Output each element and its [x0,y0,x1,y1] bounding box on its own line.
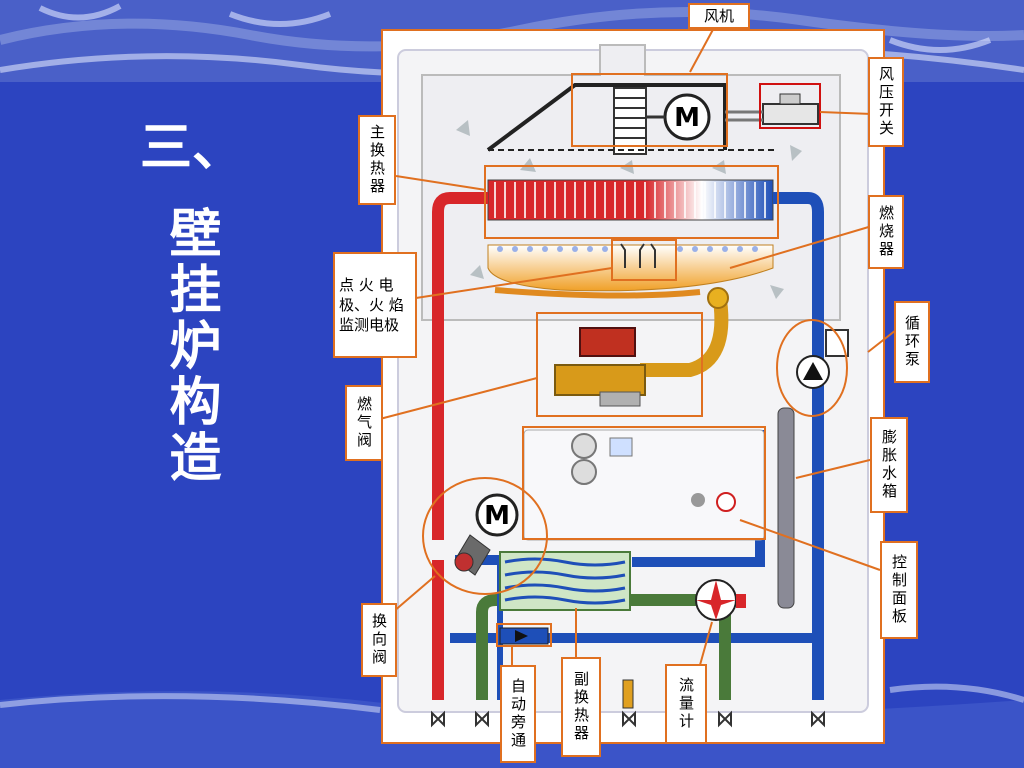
gas-pipe [640,299,729,377]
label-burner: 燃烧器 [868,195,904,269]
title-line2: 壁挂炉构造 [160,206,220,486]
label-diverter-valve: 换向阀 [361,603,397,677]
hot-pipe-left [432,192,488,540]
air-pressure-switch-highlight [759,83,821,129]
gas-valve-body [554,364,646,396]
diverter-motor-letter: M [484,501,510,531]
label-main-heat-exchanger: 主换热器 [358,115,396,205]
label-gas-valve: 燃气阀 [345,385,383,461]
bottom-valves [431,710,825,728]
label-ignition-electrode: 点 火 电极、火 焰 监测电极 [333,252,417,358]
slide-title: 三、 壁挂炉构造 [140,118,245,486]
fan-grille [614,97,646,139]
fan-motor-letter: M [674,103,700,133]
label-air-pressure-switch: 风压开关 [868,57,904,147]
label-flow-meter: 流量计 [665,664,707,744]
label-secondary-heat-exchanger: 副换热器 [561,657,601,757]
highlight-boxes [422,73,848,647]
expansion-tank-body [777,407,795,609]
air-pressure-switch-body [762,103,819,125]
label-auto-bypass: 自动旁通 [500,665,536,763]
label-circulation-pump: 循环泵 [894,301,930,383]
ignition-electrodes [620,243,656,268]
diverter-motor-icon [475,493,519,537]
cold-pipe-right [773,192,824,700]
control-panel-body [523,429,765,541]
label-expansion-tank: 膨胀水箱 [870,417,908,513]
burner-body [487,244,774,292]
label-control-panel: 控制面板 [880,541,918,639]
title-line1: 三、 [140,118,245,178]
domestic-cold-pipe [476,594,500,700]
main-heat-exchanger-body [487,179,774,221]
leader-lines [375,23,897,666]
label-fan: 风机 [688,3,750,29]
